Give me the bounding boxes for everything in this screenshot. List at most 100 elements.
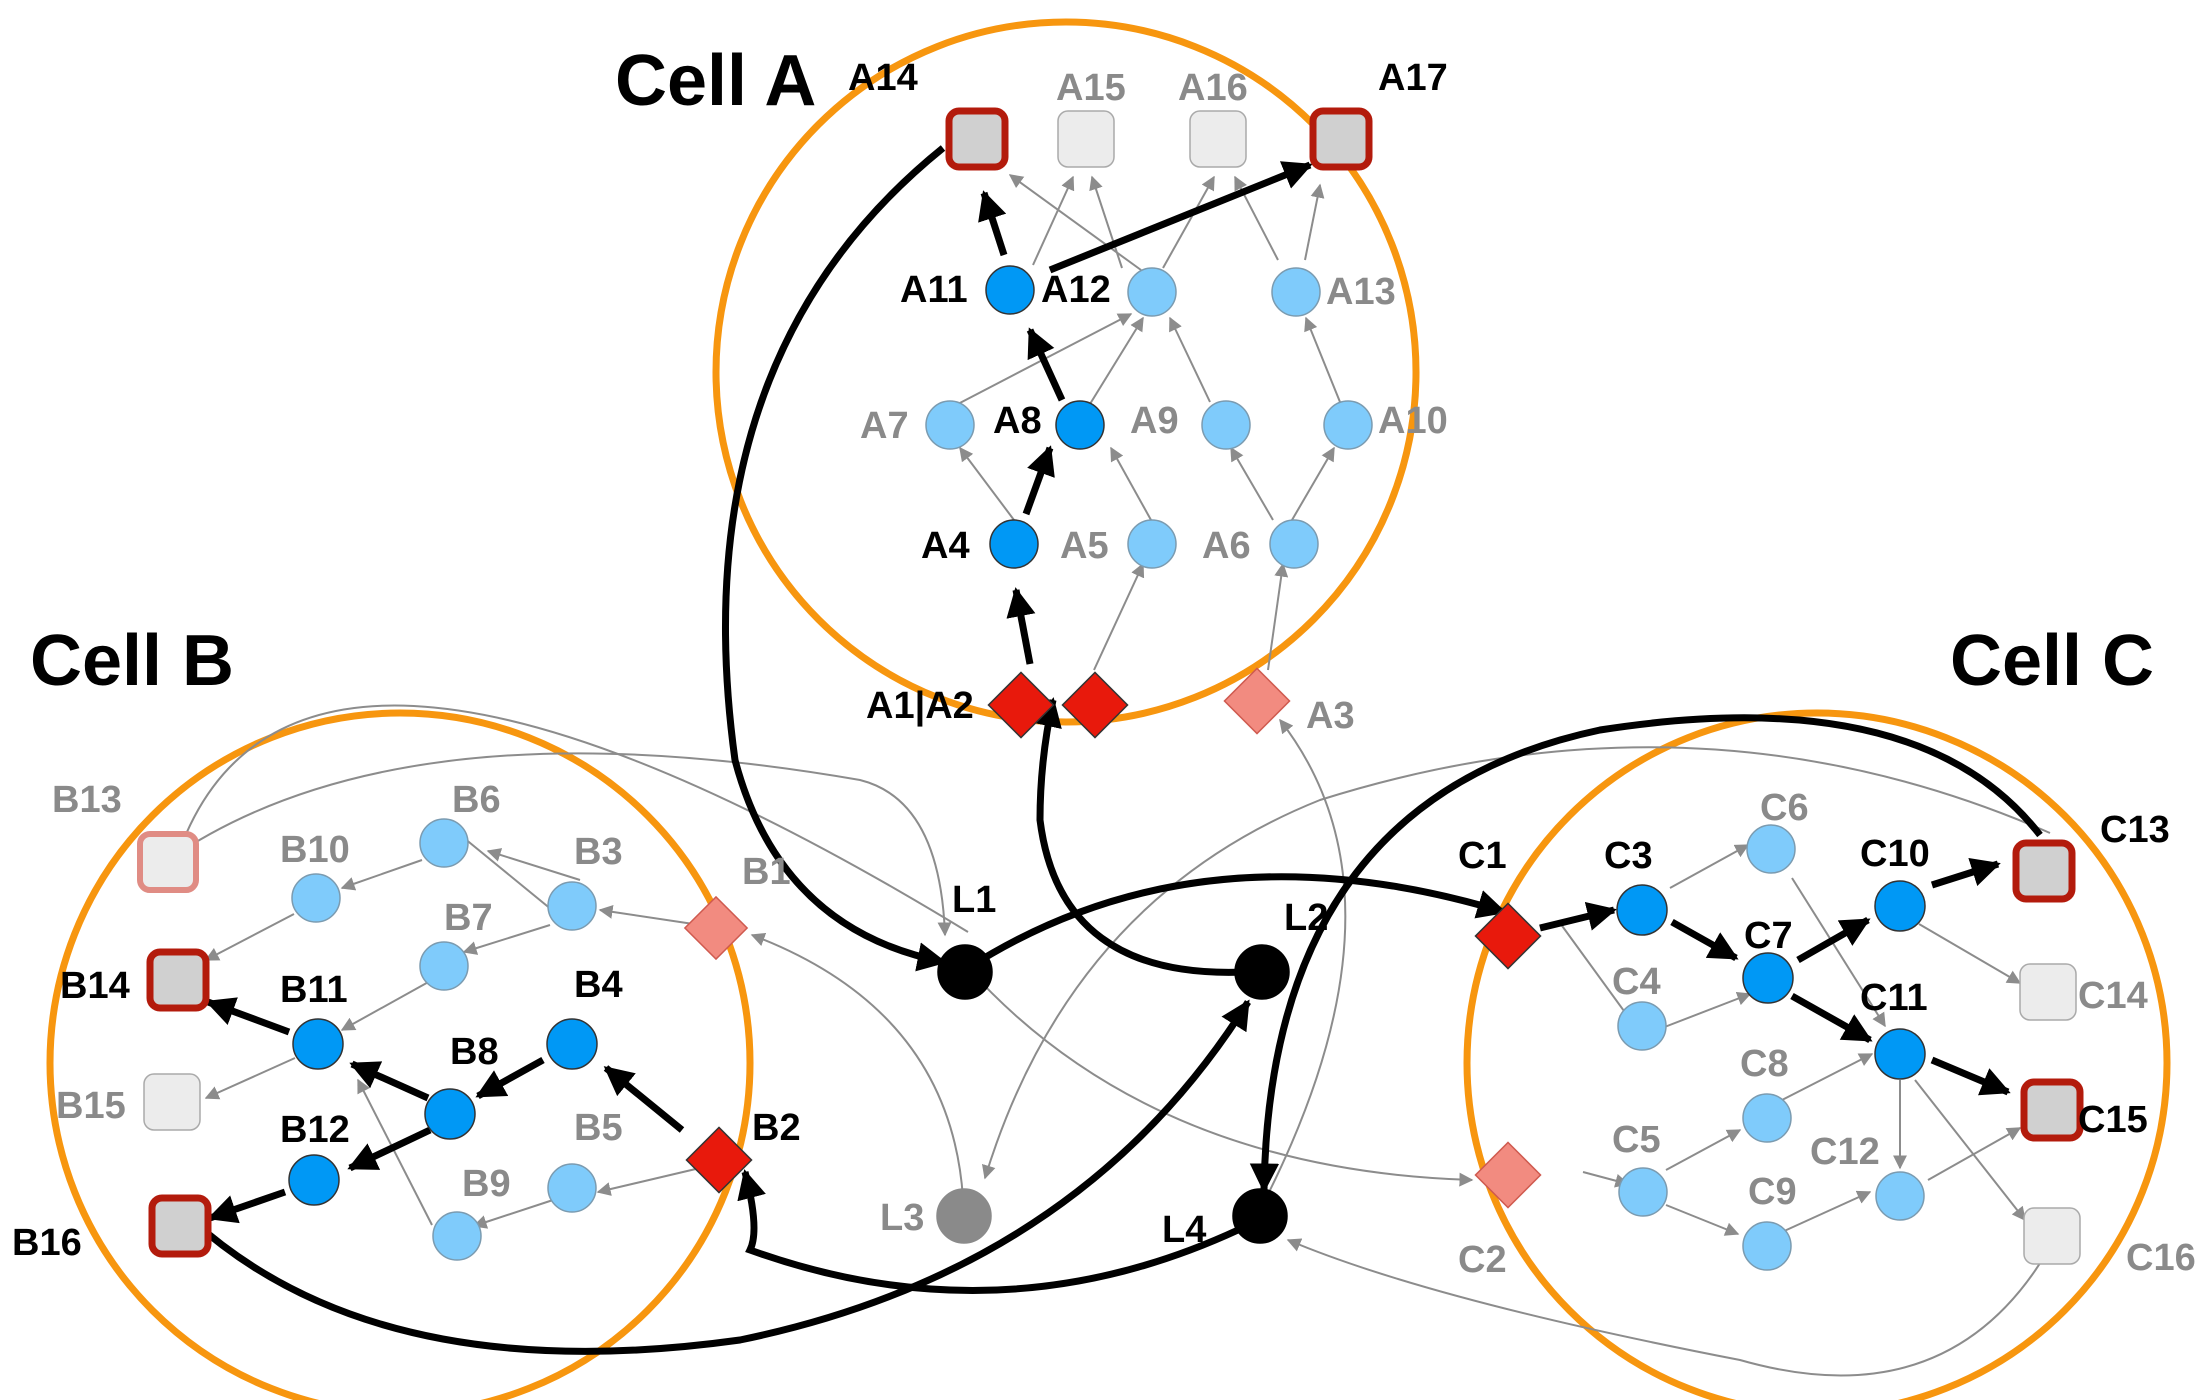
node-a4 bbox=[989, 519, 1039, 569]
node-a2 bbox=[1061, 671, 1129, 739]
label-b13: B13 bbox=[52, 779, 122, 821]
label-b6: B6 bbox=[452, 779, 501, 821]
node-c3 bbox=[1616, 884, 1668, 936]
label-b16: B16 bbox=[12, 1222, 82, 1264]
label-c13: C13 bbox=[2100, 809, 2170, 851]
label-c4: C4 bbox=[1612, 961, 1661, 1003]
node-a16 bbox=[1189, 110, 1247, 168]
label-a6: A6 bbox=[1202, 525, 1251, 567]
node-b15 bbox=[143, 1073, 201, 1131]
node-c5 bbox=[1618, 1167, 1668, 1217]
cell-a-border bbox=[712, 18, 1420, 726]
label-b1: B1 bbox=[742, 851, 791, 893]
label-c1: C1 bbox=[1458, 835, 1507, 877]
label-a12: A12 bbox=[1041, 269, 1111, 311]
label-c8: C8 bbox=[1740, 1043, 1789, 1085]
label-a5: A5 bbox=[1060, 525, 1109, 567]
label-c7: C7 bbox=[1744, 915, 1793, 957]
cell-c-border bbox=[1463, 709, 2171, 1400]
node-c11 bbox=[1874, 1028, 1926, 1080]
label-a14: A14 bbox=[848, 57, 918, 99]
label-b3: B3 bbox=[574, 831, 623, 873]
node-c4 bbox=[1617, 1001, 1667, 1051]
label-a1-a2: A1|A2 bbox=[866, 685, 974, 727]
node-a1 bbox=[987, 671, 1055, 739]
node-b1 bbox=[683, 895, 749, 961]
label-b9: B9 bbox=[462, 1163, 511, 1205]
label-b8: B8 bbox=[450, 1031, 499, 1073]
node-c13 bbox=[2012, 839, 2076, 903]
label-l4: L4 bbox=[1162, 1209, 1206, 1251]
node-a12 bbox=[1127, 267, 1177, 317]
node-a7 bbox=[925, 400, 975, 450]
cell-a-title: Cell A bbox=[615, 41, 816, 121]
node-b8 bbox=[424, 1088, 476, 1140]
node-c10 bbox=[1874, 880, 1926, 932]
label-c15: C15 bbox=[2078, 1099, 2148, 1141]
node-c1 bbox=[1474, 902, 1542, 970]
label-c14: C14 bbox=[2078, 975, 2148, 1017]
cell-c-title: Cell C bbox=[1950, 621, 2154, 701]
node-c9 bbox=[1742, 1221, 1792, 1271]
node-c15 bbox=[2020, 1078, 2084, 1142]
node-b14 bbox=[146, 948, 210, 1012]
node-c14 bbox=[2019, 963, 2077, 1021]
label-a15: A15 bbox=[1056, 67, 1126, 109]
label-a9: A9 bbox=[1130, 400, 1179, 442]
node-b5 bbox=[547, 1163, 597, 1213]
node-a3 bbox=[1223, 667, 1291, 735]
label-a10: A10 bbox=[1378, 400, 1448, 442]
node-b2 bbox=[685, 1126, 753, 1194]
label-a17: A17 bbox=[1378, 57, 1448, 99]
node-b7 bbox=[419, 941, 469, 991]
label-l1: L1 bbox=[952, 879, 996, 921]
node-b9 bbox=[432, 1211, 482, 1261]
node-l3 bbox=[936, 1188, 992, 1244]
node-a11 bbox=[985, 265, 1035, 315]
label-a11: A11 bbox=[900, 269, 968, 311]
node-b12 bbox=[288, 1154, 340, 1206]
label-b14: B14 bbox=[60, 965, 130, 1007]
label-a3: A3 bbox=[1306, 695, 1355, 737]
node-a14 bbox=[945, 107, 1009, 171]
label-c11: C11 bbox=[1860, 977, 1928, 1019]
label-b15: B15 bbox=[56, 1085, 126, 1127]
label-b10: B10 bbox=[280, 829, 350, 871]
node-b16 bbox=[148, 1194, 212, 1258]
label-b4: B4 bbox=[574, 964, 623, 1006]
node-b3 bbox=[547, 881, 597, 931]
label-l2: L2 bbox=[1284, 897, 1328, 939]
label-b2: B2 bbox=[752, 1107, 801, 1149]
node-b6 bbox=[419, 818, 469, 868]
node-b13 bbox=[137, 831, 199, 893]
label-b5: B5 bbox=[574, 1107, 623, 1149]
node-c2 bbox=[1474, 1141, 1542, 1209]
node-a6 bbox=[1269, 519, 1319, 569]
node-b4 bbox=[546, 1018, 598, 1070]
node-a10 bbox=[1323, 400, 1373, 450]
node-c12 bbox=[1875, 1171, 1925, 1221]
label-c9: C9 bbox=[1748, 1171, 1797, 1213]
label-c5: C5 bbox=[1612, 1119, 1661, 1161]
node-b11 bbox=[292, 1018, 344, 1070]
node-a15 bbox=[1057, 110, 1115, 168]
node-l4 bbox=[1232, 1188, 1288, 1244]
label-a7: A7 bbox=[860, 405, 909, 447]
node-a5 bbox=[1127, 519, 1177, 569]
node-c16 bbox=[2023, 1207, 2081, 1265]
node-a9 bbox=[1201, 400, 1251, 450]
label-l3: L3 bbox=[880, 1197, 924, 1239]
node-a17 bbox=[1309, 107, 1373, 171]
cell-b-border bbox=[46, 709, 754, 1400]
node-c6 bbox=[1746, 824, 1796, 874]
label-c2: C2 bbox=[1458, 1239, 1507, 1281]
thick-edges bbox=[189, 145, 2043, 1355]
node-c7 bbox=[1742, 952, 1794, 1004]
label-b7: B7 bbox=[444, 897, 493, 939]
label-c3: C3 bbox=[1604, 835, 1653, 877]
label-a8: A8 bbox=[993, 400, 1042, 442]
label-a4: A4 bbox=[921, 525, 970, 567]
node-a8 bbox=[1055, 400, 1105, 450]
label-c6: C6 bbox=[1760, 787, 1809, 829]
